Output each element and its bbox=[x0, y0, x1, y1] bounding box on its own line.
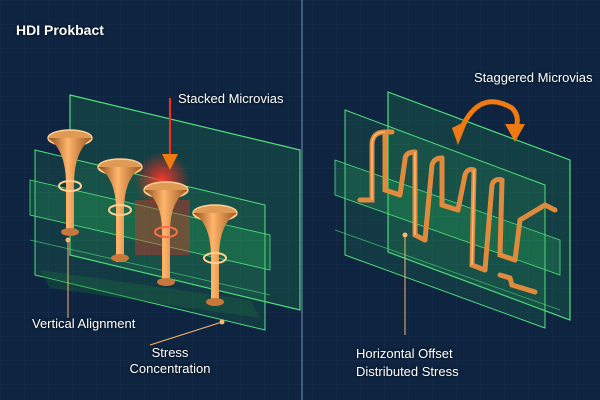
stress-label-line2: Concentration bbox=[129, 361, 211, 376]
page-title: HDI Prokbact bbox=[16, 22, 104, 38]
microvia-funnel-2 bbox=[97, 158, 143, 262]
microvia-funnel-3-stacked bbox=[143, 181, 189, 286]
horizontal-offset-label: Horizontal Offset bbox=[356, 346, 453, 361]
stagger-arrow bbox=[457, 99, 520, 135]
vertical-alignment-label: Vertical Alignment bbox=[32, 316, 136, 331]
stress-leader bbox=[149, 321, 223, 346]
microvia-funnel-1 bbox=[47, 129, 93, 236]
stacked-microvias-label: Stacked Microvias bbox=[178, 91, 284, 106]
stress-label-line1: Stress bbox=[151, 345, 189, 360]
right-pcb-stack bbox=[334, 91, 571, 329]
staggered-microvias-label: Staggered Microvias bbox=[474, 70, 593, 85]
distributed-stress-label: Distributed Stress bbox=[356, 364, 459, 379]
left-pcb-stack bbox=[29, 94, 301, 331]
microvia-funnel-4 bbox=[192, 204, 238, 306]
